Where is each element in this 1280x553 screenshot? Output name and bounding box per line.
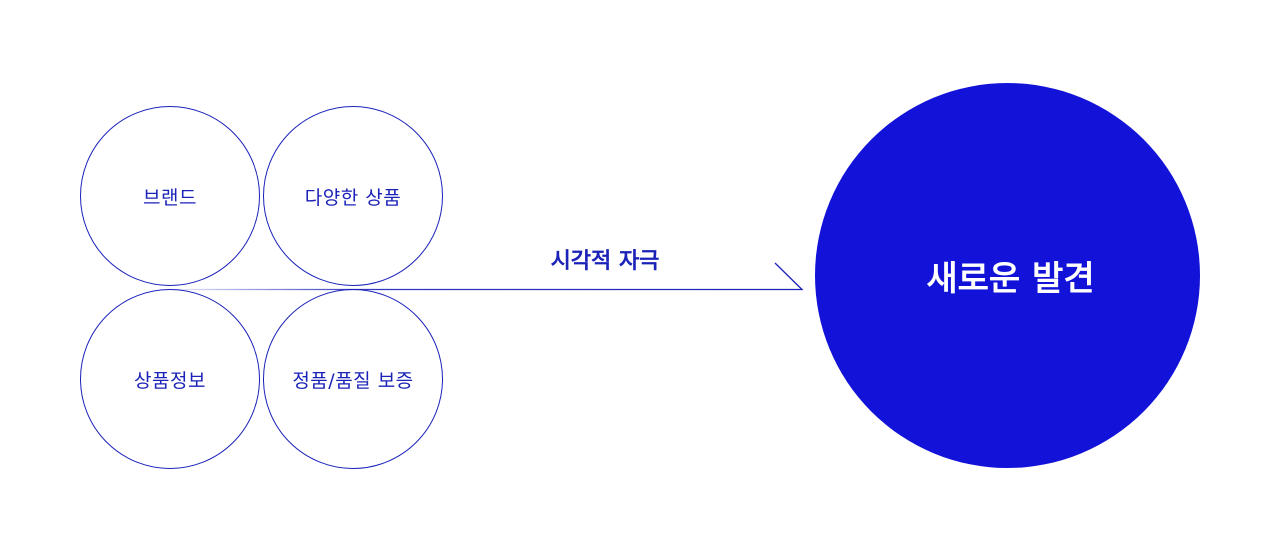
brand-circle: 브랜드 — [80, 106, 260, 286]
authenticity-guarantee-label: 정품/품질 보증 — [292, 369, 414, 392]
product-info-circle: 상품정보 — [80, 289, 260, 469]
authenticity-guarantee-circle: 정품/품질 보증 — [263, 289, 443, 469]
various-products-label: 다양한 상품 — [304, 186, 402, 209]
new-discovery-label: 새로운 발견 — [926, 259, 1095, 299]
new-discovery-circle: 새로운 발견 — [815, 83, 1200, 468]
brand-label: 브랜드 — [143, 186, 197, 209]
visual-stimulus-label: 시각적 자극 — [550, 249, 660, 274]
arrow-line — [170, 262, 804, 291]
product-info-label: 상품정보 — [134, 369, 206, 392]
various-products-circle: 다양한 상품 — [263, 106, 443, 286]
